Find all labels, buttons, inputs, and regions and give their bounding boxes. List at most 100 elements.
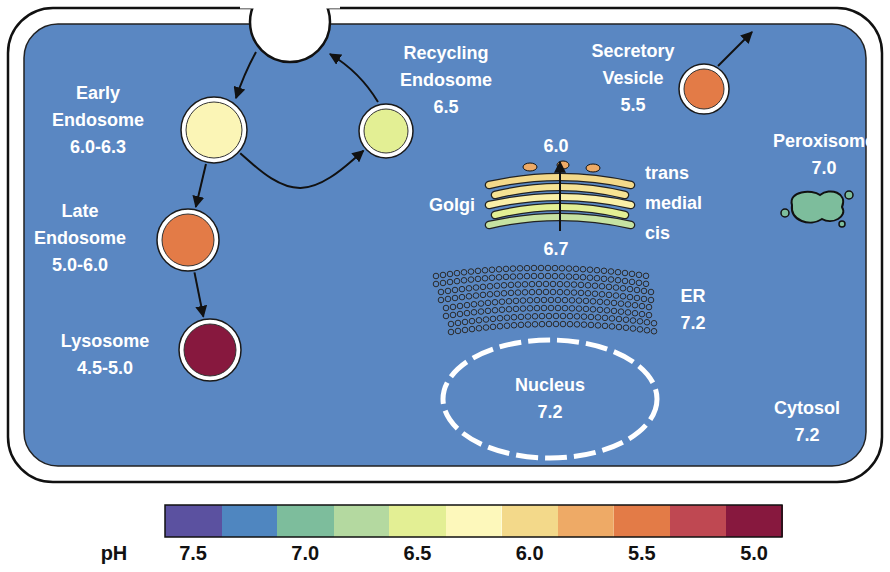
er-membrane-dot <box>527 298 533 304</box>
er-membrane-dot <box>578 290 584 296</box>
er-membrane-dot <box>581 322 587 328</box>
er-membrane-dot <box>553 321 559 327</box>
er-membrane-dot <box>608 277 614 283</box>
vesicle-ring <box>157 209 219 271</box>
er-membrane-dot <box>588 314 594 320</box>
compartment-name: Recycling Endosome <box>381 40 511 94</box>
er-membrane-dot <box>532 313 538 319</box>
er-membrane-dot <box>469 318 475 324</box>
er-membrane-dot <box>478 301 484 307</box>
er-membrane-dot <box>629 271 635 277</box>
er-membrane-dot <box>524 265 530 271</box>
er-membrane-dot <box>634 287 640 293</box>
er-membrane-dot <box>651 328 657 334</box>
recycling-endosome-shape <box>358 103 414 159</box>
er-membrane-dot <box>550 281 556 287</box>
colorbar-cell <box>221 505 277 537</box>
golgi: Golgi6.0transmedialcis6.7 <box>485 160 635 232</box>
ph-value: 6.0 <box>536 133 576 160</box>
er-membrane-dot <box>454 278 460 284</box>
er-membrane-dot <box>529 289 535 295</box>
late-endosome: Late Endosome5.0-6.0 <box>156 208 220 272</box>
peroxisome-bud <box>781 209 789 217</box>
er-membrane-dot <box>520 306 526 312</box>
er-membrane-dot <box>508 282 514 288</box>
er-membrane-dot <box>461 278 467 284</box>
er-membrane-dot <box>555 305 561 311</box>
label-block: ER7.2 <box>668 283 718 337</box>
er-membrane-dot <box>613 293 619 299</box>
er-membrane-dot <box>457 303 463 309</box>
er-membrane-dot <box>608 269 614 275</box>
er-membrane-dot <box>616 324 622 330</box>
ph-value: 5.0-6.0 <box>25 252 135 279</box>
er-membrane-dot <box>574 314 580 320</box>
er-membrane-dot <box>522 282 528 288</box>
er-membrane-dot <box>487 291 493 297</box>
endocytosis-arrow <box>236 52 256 98</box>
er-membrane-dot <box>632 310 638 316</box>
er-membrane-dot <box>562 297 568 303</box>
endoplasmic-reticulum: ER7.2 <box>430 262 665 334</box>
colorbar-swatch <box>726 505 783 537</box>
er-membrane-dot <box>648 297 654 303</box>
label-block: 6.0 <box>536 133 576 160</box>
vesicle-lumen <box>684 69 724 109</box>
er-membrane-dot <box>490 324 496 330</box>
er-membrane-dot <box>632 302 638 308</box>
er-membrane-dot <box>550 289 556 295</box>
ph-value: 5.5 <box>578 92 688 119</box>
cell-membrane <box>8 8 882 482</box>
er-membrane-dot <box>459 286 465 292</box>
er-membrane-dot <box>499 299 505 305</box>
er-membrane-dot <box>476 325 482 331</box>
late-endosome-shape <box>156 208 220 272</box>
er-membrane-dot <box>511 314 517 320</box>
er-membrane-dot <box>506 306 512 312</box>
recycling-arrow <box>330 54 378 102</box>
er-membrane-dot <box>606 284 612 290</box>
colorbar-swatch <box>165 505 222 537</box>
er-membrane-dot <box>513 306 519 312</box>
er-membrane-dot <box>455 320 461 326</box>
er-membrane-dot <box>578 282 584 288</box>
er-membrane-dot <box>576 306 582 312</box>
colorbar-swatch <box>502 505 559 537</box>
ph-tick-label: 6.0 <box>500 540 560 566</box>
legend-entry: 6.5 <box>387 540 447 566</box>
er-membrane-dot <box>606 292 612 298</box>
er-membrane-dot <box>534 305 540 311</box>
er-membrane-dot <box>643 281 649 287</box>
er-membrane-dot <box>581 314 587 320</box>
compartment-name: Early Endosome <box>33 80 163 134</box>
er-membrane-dot <box>611 308 617 314</box>
er-membrane-dot <box>559 274 565 280</box>
er-membrane-dot <box>630 318 636 324</box>
er-membrane-dot <box>471 309 477 315</box>
er-membrane-dot <box>616 316 622 322</box>
er-membrane-dot <box>552 273 558 279</box>
ph-value: 6.5 <box>381 94 511 121</box>
peroxisome: Peroxisome7.0 <box>782 183 852 228</box>
er-membrane-dot <box>452 287 458 293</box>
er-membrane-dot <box>636 280 642 286</box>
er-membrane-dot <box>559 266 565 272</box>
er-membrane-dot <box>539 313 545 319</box>
ph-tick-label: 7.5 <box>163 540 223 566</box>
er-membrane-dot <box>511 322 517 328</box>
er-membrane-dot <box>627 294 633 300</box>
er-membrane-dot <box>569 306 575 312</box>
er-membrane-dot <box>538 265 544 271</box>
peroxisome-bud <box>845 191 853 199</box>
er-membrane-dot <box>524 273 530 279</box>
er-membrane-dot <box>648 289 654 295</box>
er-membrane-dot <box>499 307 505 313</box>
er-membrane-dot <box>541 305 547 311</box>
er-membrane-dot <box>639 303 645 309</box>
er-membrane-dot <box>539 321 545 327</box>
er-membrane-dot <box>546 321 552 327</box>
er-membrane-dot <box>599 283 605 289</box>
er-membrane-dot <box>564 282 570 288</box>
er-membrane-dot <box>602 315 608 321</box>
er-membrane-dot <box>580 266 586 272</box>
